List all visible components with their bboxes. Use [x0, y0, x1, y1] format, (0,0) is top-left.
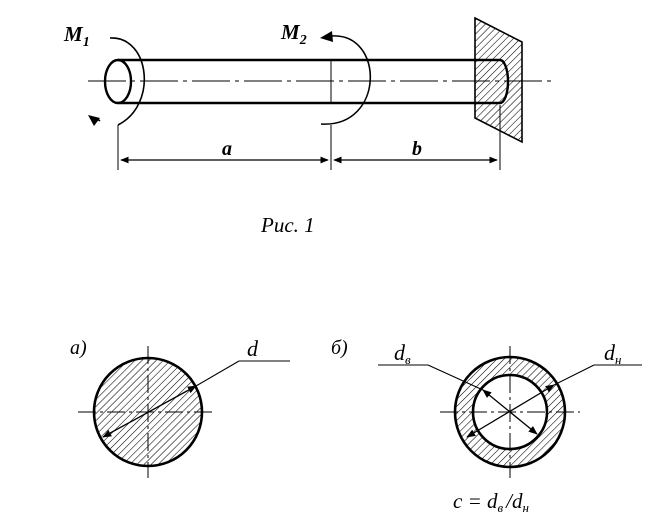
length-a-label: a: [222, 138, 232, 160]
ratio-formula: c = dв/dн: [453, 489, 529, 515]
section-hollow: б) dв dн c = dв/dн: [331, 337, 642, 515]
moment-m1-arrow: [88, 37, 146, 126]
length-b-label: b: [412, 138, 422, 160]
solid-diameter-line: [102, 385, 197, 438]
fixed-wall: [474, 16, 523, 144]
outer-leader-line: [553, 364, 595, 386]
moment-m2-label: M2: [280, 20, 307, 48]
figure-caption: Рис. 1: [260, 213, 315, 237]
shaft-figure: M1 M2 a b Рис. 1: [63, 16, 552, 237]
dimension-lines: [117, 105, 501, 170]
solid-leader-line: [195, 360, 240, 387]
inner-diameter-label: dв: [394, 340, 411, 367]
section-solid: а) d: [70, 336, 290, 478]
moment-m1-label: M1: [63, 22, 90, 50]
section-b-tag: б): [331, 337, 348, 359]
outer-diameter-label: dн: [604, 340, 621, 367]
outer-diameter-line: [466, 384, 555, 438]
diameter-d-label: d: [247, 336, 259, 361]
moment-m2-arrow: [320, 31, 372, 125]
section-a-tag: а): [70, 337, 87, 359]
